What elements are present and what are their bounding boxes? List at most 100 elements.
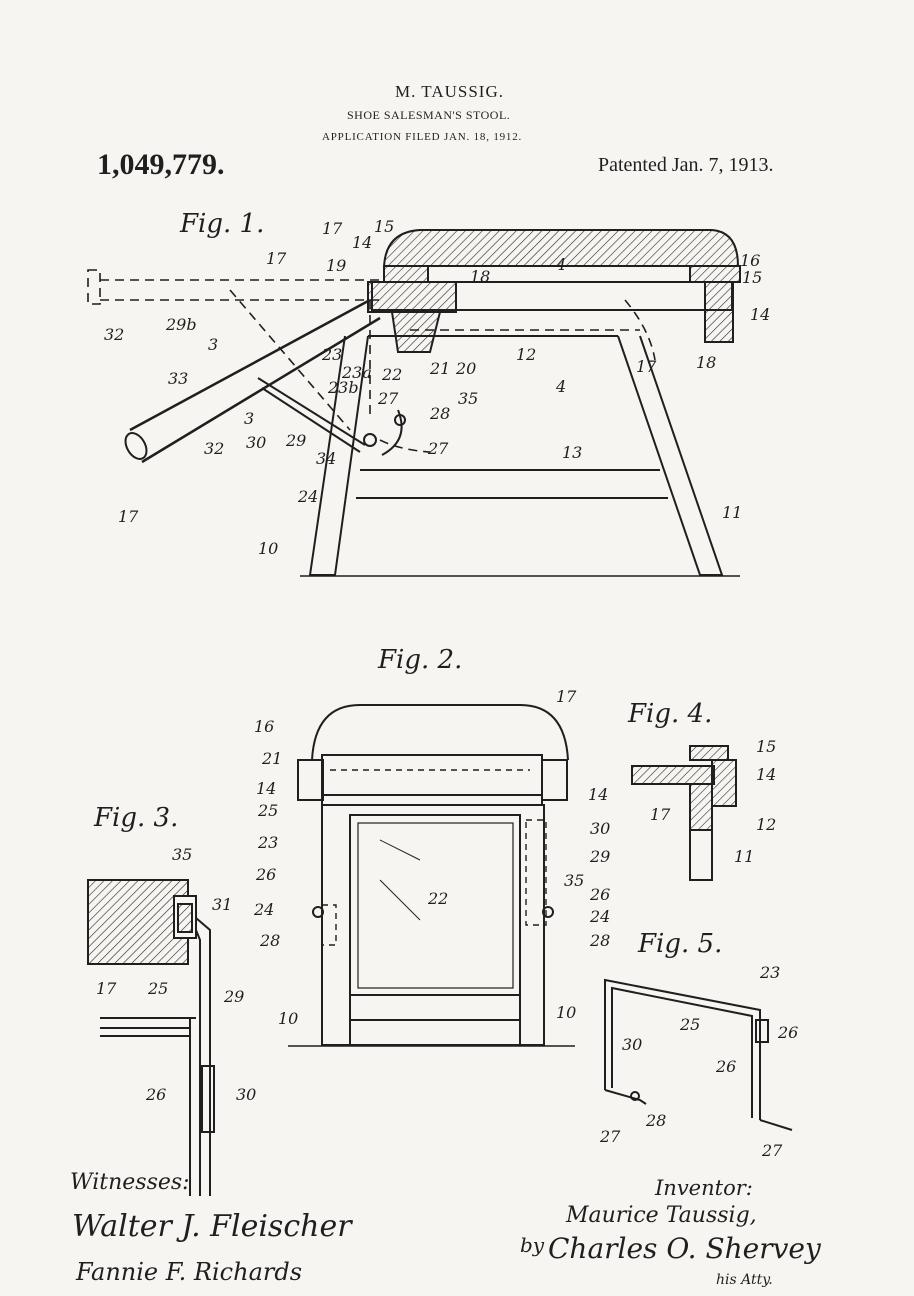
fig1-ref-33: 33 bbox=[168, 369, 188, 388]
fig2-ref-21: 21 bbox=[261, 749, 282, 768]
fig1-ref-3: 3 bbox=[244, 409, 254, 428]
fig1-ref-20: 20 bbox=[455, 359, 476, 378]
seat-cushion bbox=[382, 229, 740, 270]
patent-title: SHOE SALESMAN'S STOOL. bbox=[347, 108, 511, 122]
fig1-ref-30: 30 bbox=[246, 433, 266, 452]
fig5-ref-23: 23 bbox=[759, 963, 780, 982]
fig1-ref-15: 15 bbox=[374, 217, 394, 236]
fig1-ref-24: 24 bbox=[297, 487, 318, 506]
fig4-ref-12: 12 bbox=[756, 815, 776, 834]
fig2-ref-24: 24 bbox=[253, 900, 274, 919]
fig4-ref-14: 14 bbox=[756, 765, 776, 784]
fig1-ref-29b: 29b bbox=[165, 315, 197, 334]
fig2-ref-10: 10 bbox=[556, 1003, 576, 1022]
fig1-ref-32: 32 bbox=[204, 439, 224, 458]
fig1-ref-4: 4 bbox=[555, 377, 566, 396]
fig1-ref-18: 18 bbox=[696, 353, 716, 372]
fig1-ref-17: 17 bbox=[266, 249, 287, 268]
fig3-ref-17: 17 bbox=[96, 979, 117, 998]
fig1-ref-34: 34 bbox=[316, 449, 336, 468]
fig4-ref-15: 15 bbox=[756, 737, 776, 756]
fig-4-label: Fig. 4. bbox=[627, 699, 712, 729]
fig5-ref-26: 26 bbox=[777, 1023, 798, 1042]
figure-4 bbox=[631, 745, 737, 881]
fig-2-label: Fig. 2. bbox=[377, 645, 462, 675]
patent-date: Patented Jan. 7, 1913. bbox=[598, 154, 774, 176]
fig1-ref-14: 14 bbox=[352, 233, 372, 252]
fig1-ref-35: 35 bbox=[458, 389, 478, 408]
fig5-ref-25: 25 bbox=[679, 1015, 700, 1034]
fig1-ref-17: 17 bbox=[118, 507, 139, 526]
fig5-ref-27: 27 bbox=[761, 1141, 783, 1160]
fig5-ref-26: 26 bbox=[715, 1057, 736, 1076]
fig-1-label: Fig. 1. bbox=[179, 209, 264, 239]
fig1-ref-29: 29 bbox=[285, 431, 306, 450]
fig4-ref-17: 17 bbox=[650, 805, 671, 824]
fig4-ref-11: 11 bbox=[734, 847, 754, 866]
fig3-ref-31: 31 bbox=[212, 895, 232, 914]
fig1-ref-21: 21 bbox=[429, 359, 450, 378]
fig2-ref-30: 30 bbox=[590, 819, 610, 838]
fig1-ref-22: 22 bbox=[381, 365, 402, 384]
fig1-ref-3: 3 bbox=[208, 335, 218, 354]
fig1-ref-14: 14 bbox=[750, 305, 770, 324]
witness-1-signature: Walter J. Fleischer bbox=[72, 1209, 353, 1244]
fig3-ref-26: 26 bbox=[145, 1085, 166, 1104]
fig1-ref-32: 32 bbox=[104, 325, 124, 344]
fig1-ref-11: 11 bbox=[722, 503, 742, 522]
fig1-ref-13: 13 bbox=[562, 443, 582, 462]
fig1-ref-12: 12 bbox=[516, 345, 536, 364]
fig2-ref-10: 10 bbox=[278, 1009, 298, 1028]
fig1-ref-19: 19 bbox=[326, 256, 346, 275]
fig5-ref-27: 27 bbox=[599, 1127, 621, 1146]
fig1-ref-27: 27 bbox=[377, 389, 399, 408]
fig2-ref-14: 14 bbox=[588, 785, 608, 804]
witnesses-label: Witnesses: bbox=[70, 1170, 190, 1195]
fig2-ref-16: 16 bbox=[254, 717, 274, 736]
inventor-label: Inventor: bbox=[655, 1176, 753, 1200]
fig3-ref-29: 29 bbox=[223, 987, 244, 1006]
fig1-ref-10: 10 bbox=[258, 539, 278, 558]
inventor-signature: Maurice Taussig, bbox=[565, 1203, 757, 1228]
figure-5 bbox=[604, 978, 793, 1131]
fig5-ref-28: 28 bbox=[645, 1111, 666, 1130]
fig2-ref-14: 14 bbox=[256, 779, 276, 798]
fig1-ref-15: 15 bbox=[742, 268, 762, 287]
fig1-ref-23a: 23a bbox=[341, 363, 372, 382]
fig1-ref-18: 18 bbox=[470, 267, 490, 286]
fig1-ref-17: 17 bbox=[636, 357, 657, 376]
fig2-ref-22: 22 bbox=[427, 889, 448, 908]
witness-2-signature: Fannie F. Richards bbox=[75, 1258, 302, 1286]
fig2-ref-17: 17 bbox=[556, 687, 577, 706]
figure-3 bbox=[87, 879, 215, 1196]
fig1-ref-28: 28 bbox=[429, 404, 450, 423]
fig2-ref-24: 24 bbox=[589, 907, 610, 926]
attorney-signature: Charles O. Shervey bbox=[548, 1232, 822, 1265]
fig1-ref-23: 23 bbox=[321, 345, 342, 364]
inventor-name: M. TAUSSIG. bbox=[395, 82, 504, 101]
fig2-ref-26: 26 bbox=[255, 865, 276, 884]
fig2-ref-26: 26 bbox=[589, 885, 610, 904]
attorney-prefix: by bbox=[520, 1233, 545, 1257]
figure-2 bbox=[288, 704, 575, 1047]
fig-5-label: Fig. 5. bbox=[637, 929, 722, 959]
fig2-ref-25: 25 bbox=[257, 801, 278, 820]
attorney-suffix: his Atty. bbox=[716, 1272, 773, 1288]
fig1-ref-27: 27 bbox=[427, 439, 449, 458]
application-filed: APPLICATION FILED JAN. 18, 1912. bbox=[322, 131, 523, 143]
fig1-ref-17: 17 bbox=[322, 219, 343, 238]
fig1-ref-16: 16 bbox=[740, 251, 760, 270]
fig3-ref-30: 30 bbox=[236, 1085, 256, 1104]
patent-number: 1,049,779. bbox=[97, 148, 225, 181]
fig2-ref-28: 28 bbox=[259, 931, 280, 950]
figure-1 bbox=[87, 229, 741, 577]
fig1-ref-4: 4 bbox=[555, 255, 566, 274]
fig-3-label: Fig. 3. bbox=[93, 803, 178, 833]
fig2-ref-35: 35 bbox=[564, 871, 584, 890]
fig1-ref-23b: 23b bbox=[327, 378, 359, 397]
